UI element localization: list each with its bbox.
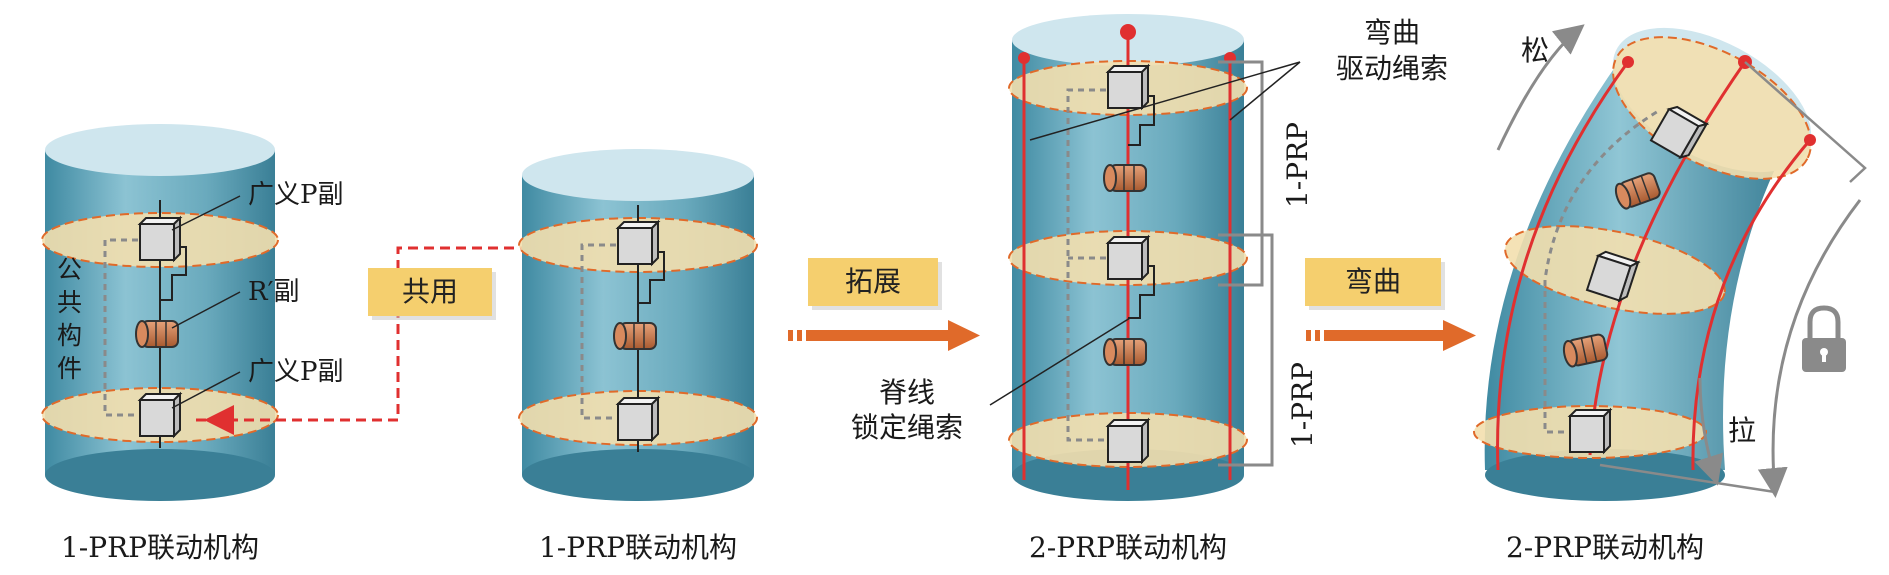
stage-1-caption: 1-PRP联动机构	[61, 531, 259, 564]
common-member-char: 共	[57, 288, 82, 317]
stage-1-cylinder	[41, 124, 279, 501]
stage-3-cylinder	[1008, 14, 1248, 501]
stage-4-bent-cylinder	[1473, 27, 1816, 501]
label-bending-cable-1: 弯曲	[1364, 16, 1420, 49]
label-r-pair: R′副	[248, 277, 299, 307]
bend-arrow	[1306, 320, 1476, 351]
label-prp-bottom: 1-PRP	[1286, 362, 1319, 448]
label-p-pair-bottom: 广义P副	[248, 357, 344, 387]
stage-2-cube-bottom	[617, 397, 659, 441]
label-common-member: 公 共 构 件	[57, 255, 82, 383]
stage-3-cube-2	[1107, 236, 1149, 280]
common-member-char: 公	[57, 255, 82, 284]
label-spine-cable-2: 锁定绳索	[851, 411, 963, 444]
stage-4-caption: 2-PRP联动机构	[1506, 531, 1704, 564]
label-spine-cable-1: 脊线	[879, 376, 935, 409]
loosen-arrow	[1496, 24, 1585, 151]
stage-2-cube-top	[617, 221, 659, 265]
stage-2-cylinder	[518, 149, 758, 501]
extend-tag: 拓展	[808, 258, 942, 310]
stage-2-caption: 1-PRP联动机构	[539, 531, 737, 564]
stage-4-left-cable	[1496, 61, 1630, 471]
stage-3-caption: 2-PRP联动机构	[1029, 531, 1227, 564]
stage-4-cube-bottom	[1569, 409, 1611, 453]
stage-3-cube-1	[1107, 65, 1149, 109]
label-pull: 拉	[1728, 414, 1756, 447]
common-member-char: 件	[57, 354, 82, 383]
stage-1-cube-bottom	[139, 393, 181, 437]
extend-arrow	[788, 320, 980, 351]
label-p-pair-top: 广义P副	[248, 180, 344, 210]
stage-1-cube-top	[139, 217, 181, 261]
stage-3-roller-upper	[1103, 164, 1147, 192]
label-loosen: 松	[1521, 34, 1549, 67]
bend-tag: 弯曲	[1305, 258, 1445, 310]
share-tag: 共用	[368, 268, 496, 320]
pull-arrow	[1757, 199, 1862, 498]
stage-3-roller-lower	[1103, 338, 1147, 366]
bend-label: 弯曲	[1345, 265, 1401, 298]
stage-1-roller	[135, 320, 179, 348]
label-bending-cable-2: 驱动绳索	[1336, 52, 1448, 85]
stage-2-roller	[613, 322, 657, 350]
stage-3-cube-3	[1107, 419, 1149, 463]
lock-icon	[1802, 305, 1846, 372]
extend-label: 拓展	[845, 265, 901, 298]
common-member-char: 构	[57, 321, 82, 350]
stage-4-right-cable	[1691, 139, 1812, 471]
share-label: 共用	[402, 275, 458, 308]
label-prp-top: 1-PRP	[1281, 122, 1314, 208]
